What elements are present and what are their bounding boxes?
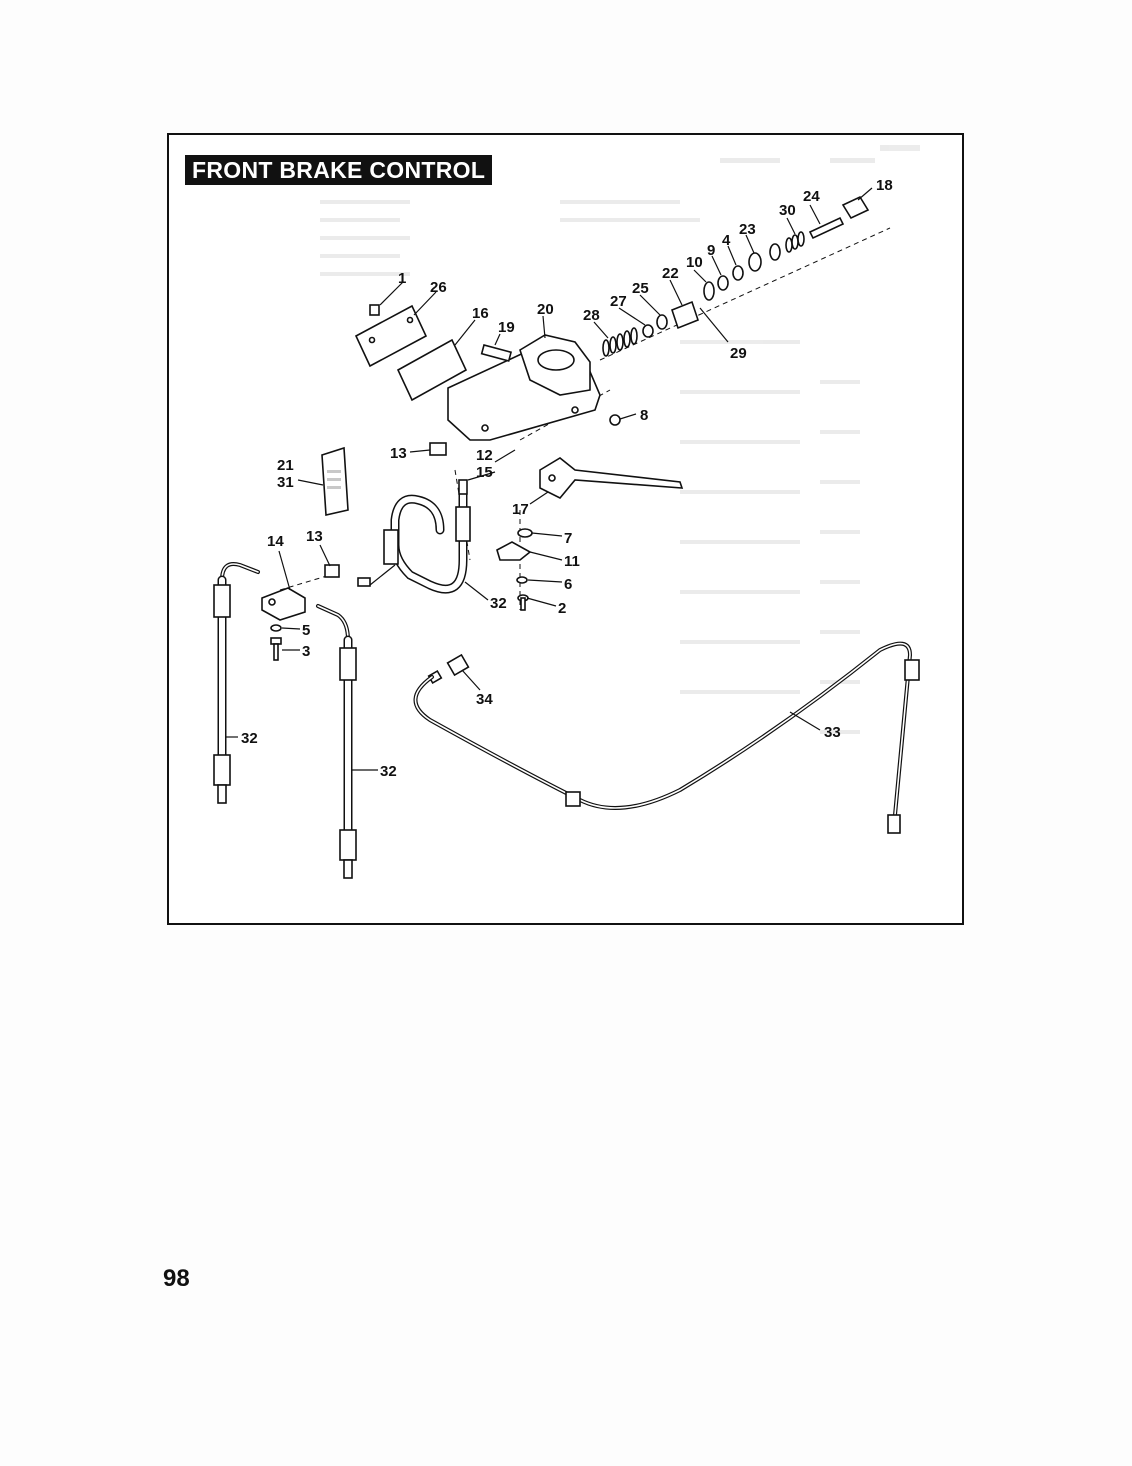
callout-13: 13 (390, 445, 407, 462)
callout-31: 31 (277, 474, 294, 491)
callout-9: 9 (707, 242, 715, 259)
callout-labels: 1 26 16 19 20 28 27 25 22 10 9 4 23 30 2… (241, 177, 893, 780)
lockwasher-part-6 (516, 576, 528, 584)
cup-part-27 (642, 324, 654, 338)
washer-part-5 (270, 624, 282, 632)
callout-21: 21 (277, 457, 294, 474)
callout-8: 8 (640, 407, 648, 424)
bleed-through-text (320, 145, 920, 734)
clevis-part-18 (841, 195, 870, 220)
callout-28: 28 (583, 307, 600, 324)
master-cylinder-part-20 (447, 334, 601, 441)
hose-part-32-right (316, 604, 357, 879)
callout-11: 11 (564, 553, 580, 570)
section-title: FRONT BRAKE CONTROL (185, 155, 492, 185)
piston-part-22 (671, 300, 699, 330)
callout-26: 26 (430, 279, 447, 296)
screw-part-1 (369, 304, 380, 316)
callout-27: 27 (610, 293, 627, 310)
fitting-part-13b (324, 564, 340, 578)
callout-15: 15 (476, 464, 493, 481)
callout-17: 17 (512, 501, 529, 518)
nut-part-8 (609, 414, 621, 426)
hose-part-32-upper (357, 479, 471, 594)
callout-7: 7 (564, 530, 572, 547)
cover-part-26 (354, 304, 428, 368)
callout-30: 30 (779, 202, 796, 219)
washer-part-9 (717, 275, 729, 291)
washer-part-25 (656, 314, 668, 330)
callout-10: 10 (686, 254, 703, 271)
page-number: 98 (163, 1265, 190, 1292)
callout-6: 6 (564, 576, 572, 593)
callout-22: 22 (662, 265, 679, 282)
spring-part-30 (785, 231, 805, 253)
leader-lines (226, 187, 873, 771)
callout-13-lower: 13 (306, 528, 323, 545)
bolt-part-3 (270, 637, 282, 661)
callout-4: 4 (722, 232, 731, 249)
gasket-part-16 (396, 338, 468, 402)
callout-12: 12 (476, 447, 493, 464)
pin-part-19 (480, 344, 513, 362)
clamp-part-11 (496, 541, 532, 561)
callout-2: 2 (558, 600, 566, 617)
callout-19: 19 (498, 319, 515, 336)
hose-part-32-left (213, 562, 260, 804)
retainer-part-23 (748, 252, 762, 272)
washer-part-30 (769, 243, 781, 261)
assembly-axis (279, 227, 891, 610)
spring-part-28 (602, 327, 638, 357)
callout-3: 3 (302, 643, 310, 660)
callout-20: 20 (537, 301, 554, 318)
callout-32-left: 32 (241, 730, 258, 747)
decal-part-21 (321, 446, 349, 516)
junction-block-part-14 (261, 564, 340, 621)
pushrod-part-24 (808, 216, 845, 240)
callout-25: 25 (632, 280, 649, 297)
brake-line-part-33 (413, 641, 920, 834)
callout-32-right: 32 (380, 763, 397, 780)
callout-18: 18 (876, 177, 893, 194)
callout-5: 5 (302, 622, 310, 639)
nut-part-7 (517, 528, 533, 538)
lever-part-17 (539, 457, 684, 499)
piston-assembly (602, 195, 870, 357)
callout-29: 29 (730, 345, 747, 362)
callout-33: 33 (824, 724, 841, 741)
boot-part-4 (732, 265, 744, 281)
callout-34: 34 (476, 691, 493, 708)
callout-24: 24 (803, 188, 820, 205)
callout-23: 23 (739, 221, 756, 238)
fitting-part-34 (427, 653, 470, 685)
callout-32-upper: 32 (490, 595, 507, 612)
callout-14: 14 (267, 533, 284, 550)
o-ring-part-10 (703, 281, 715, 301)
fitting-part-13a (429, 442, 447, 456)
callout-1: 1 (398, 270, 406, 287)
callout-16: 16 (472, 305, 489, 322)
